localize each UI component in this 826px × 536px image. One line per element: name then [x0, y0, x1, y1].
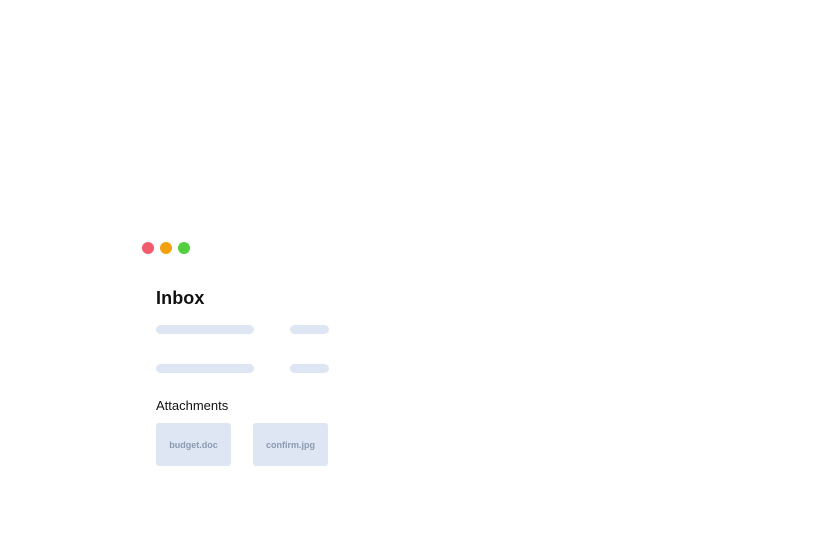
attachment-filename: budget.doc: [169, 439, 218, 450]
message-meta-placeholder: [290, 364, 329, 373]
message-subject-placeholder: [156, 325, 254, 334]
window-controls: [142, 242, 190, 254]
minimize-button[interactable]: [160, 242, 172, 254]
message-subject-placeholder: [156, 364, 254, 373]
page-title: Inbox: [156, 288, 205, 308]
close-button[interactable]: [142, 242, 154, 254]
inbox-panel: Inbox Attachments budget.doc confirm.jpg: [156, 286, 332, 466]
attachment-tile[interactable]: confirm.jpg: [253, 423, 328, 466]
maximize-button[interactable]: [178, 242, 190, 254]
attachment-tile[interactable]: budget.doc: [156, 423, 231, 466]
attachment-filename: confirm.jpg: [266, 439, 315, 450]
message-row[interactable]: [156, 364, 332, 373]
message-meta-placeholder: [290, 325, 329, 334]
attachments-heading: Attachments: [156, 398, 229, 413]
message-row[interactable]: [156, 325, 332, 334]
message-list: [156, 325, 332, 373]
attachment-list: budget.doc confirm.jpg: [156, 423, 332, 466]
